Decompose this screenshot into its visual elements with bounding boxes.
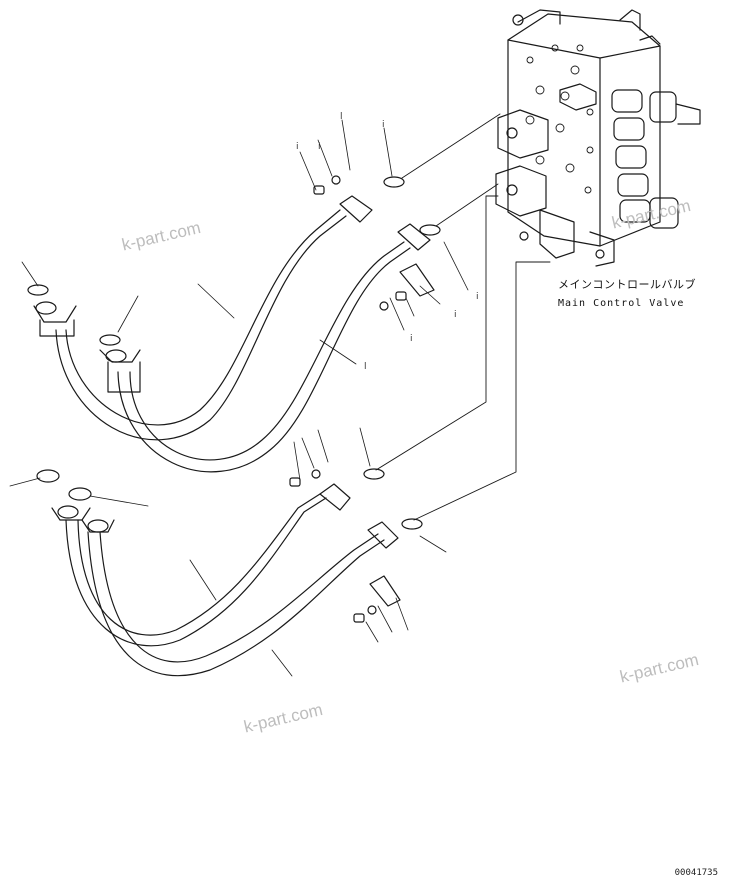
reference-mark: l	[340, 112, 343, 122]
reference-leaders	[9, 119, 469, 677]
reference-mark: i	[410, 334, 413, 344]
leader-lines	[375, 113, 551, 521]
o-rings	[27, 176, 441, 530]
upper-hose-assembly	[33, 175, 435, 473]
reference-mark: i	[296, 142, 299, 152]
reference-mark: l	[364, 362, 367, 372]
main-control-valve	[495, 9, 701, 267]
reference-mark: i	[382, 120, 385, 130]
figure-number: 00041735	[674, 868, 718, 878]
reference-mark: i	[476, 292, 479, 302]
reference-mark: i	[318, 142, 321, 152]
lower-hose-assembly	[51, 469, 401, 677]
part-name-en: Main Control Valve	[558, 298, 685, 309]
part-name-jp: メインコントロールバルブ	[558, 278, 696, 291]
reference-mark: i	[454, 310, 457, 320]
